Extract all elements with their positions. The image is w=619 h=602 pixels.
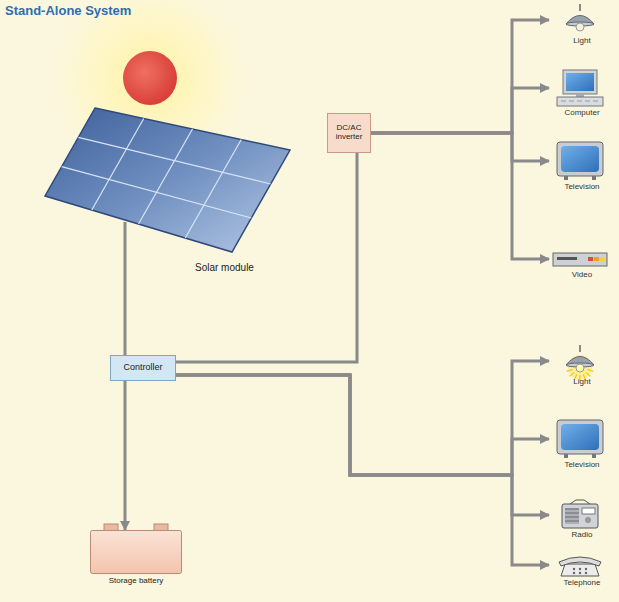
tv-icon [557,142,603,180]
solar-panel [45,108,290,252]
appliance-picture [549,345,611,377]
node-label: Computer [549,109,615,118]
appliance-picture [549,500,611,530]
appliance-picture [549,248,611,270]
node-label: Television [549,461,615,470]
appliance-icon: Light [549,345,615,387]
radio-icon [562,500,598,528]
connector-line [371,133,549,259]
node-label: Video [549,271,615,280]
node-label: Light [549,378,615,387]
appliance-icon: Computer [549,68,615,118]
node-label: Radio [549,531,615,540]
connector-line [124,381,127,530]
process-box: Controller [110,355,176,381]
connector-line [124,222,127,355]
sun [123,51,177,105]
appliance-picture [549,68,611,108]
appliance-picture [549,552,611,578]
node-label: DC/AC inverter [331,124,367,142]
diagram-title: Stand-Alone System [5,3,131,18]
appliance-icon: Light [549,4,615,46]
connector-line [176,361,549,475]
lamp-icon [566,345,594,381]
connector-line [371,133,549,161]
appliance-picture [549,418,611,460]
node-label: Solar module [195,262,254,273]
appliance-icon: Video [549,248,615,280]
node-label: Light [549,37,615,46]
phone-icon [559,557,601,576]
appliance-icon: Telephone [549,552,615,588]
connector-line [176,375,549,515]
connector-line [176,375,549,565]
appliance-icon: Radio [549,500,615,540]
appliance-icon: Television [549,140,615,192]
connector-line [371,20,549,133]
appliance-picture [549,4,611,36]
solar-module: Solar module [40,100,300,222]
node-label: Television [549,183,615,192]
video-icon [553,253,607,266]
appliance-icon: Television [549,418,615,470]
computer-icon [557,70,603,106]
connector-line [176,375,549,475]
panel-outline [40,100,300,270]
tv-icon [557,420,603,458]
storage-battery: Storage battery [90,530,182,574]
node-label: Storage battery [109,577,164,586]
node-label: Telephone [549,579,615,588]
node-label: Controller [123,363,162,373]
connector-line [371,88,549,133]
lamp-icon [566,4,594,31]
process-box: DC/AC inverter [327,113,371,153]
battery-outline [90,530,182,574]
appliance-picture [549,140,611,182]
